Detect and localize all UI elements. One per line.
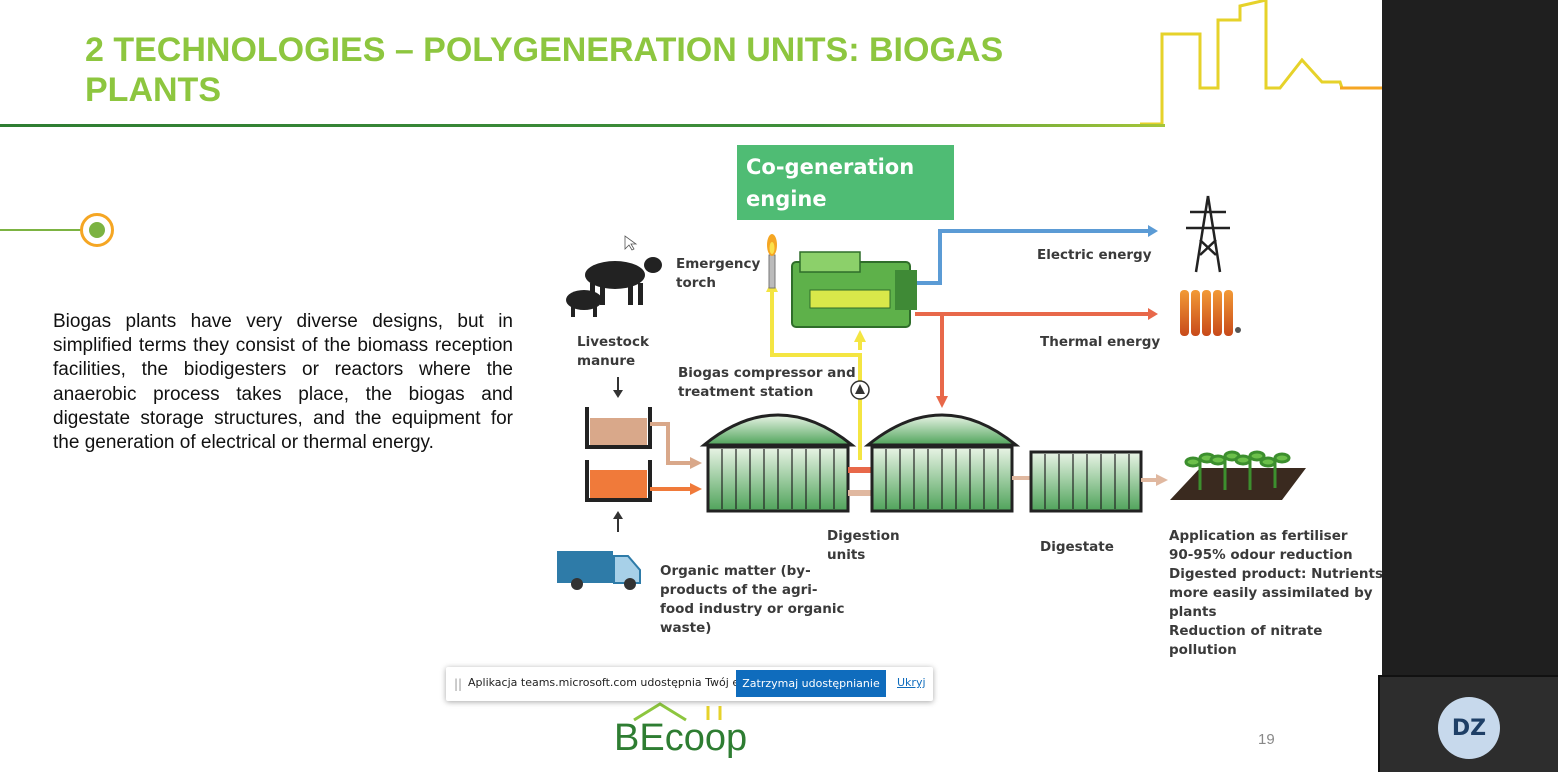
bullet-dot-icon (89, 222, 105, 238)
electric-energy-arrow (915, 229, 1148, 285)
bullet-ring-icon (80, 213, 114, 247)
meeting-side-panel (1382, 0, 1558, 772)
biogas-arrow (770, 290, 862, 460)
participant-video-tile[interactable]: DZ (1378, 675, 1558, 772)
slide-title: 2 TECHNOLOGIES – POLYGENERATION UNITS: B… (85, 31, 1004, 109)
digester-2 (863, 413, 1021, 513)
livestock-manure-label: Livestock manure (577, 334, 649, 369)
emergency-torch-label: Emergency torch (676, 256, 761, 291)
radiator-icon (1180, 290, 1241, 336)
bullet-connector-line (0, 229, 82, 231)
becoop-logo: BEcoop (614, 702, 747, 759)
stop-sharing-button[interactable]: Zatrzymaj udostępnianie (736, 670, 886, 697)
city-skyline-decoration (1140, 0, 1382, 126)
header-divider (0, 124, 1165, 127)
thermal-energy-label: Thermal energy (1040, 334, 1161, 350)
participant-avatar: DZ (1438, 697, 1500, 759)
cogen-title-line-1: Co-generation (746, 155, 915, 179)
cogeneration-engine-label: Co-generation engine (737, 145, 954, 220)
hide-link[interactable]: Ukryj (897, 676, 926, 689)
digestate-label: Digestate (1040, 539, 1114, 555)
livestock-icon (566, 257, 662, 317)
organic-matter-label: Organic matter (by- products of the agri… (660, 563, 845, 636)
slide-body-text: Biogas plants have very diverse designs,… (53, 311, 513, 454)
screen-share-banner[interactable]: || Aplikacja teams.microsoft.com udostęp… (446, 667, 933, 701)
digestion-units-label: Digestion units (827, 528, 900, 563)
digestate-tank (1029, 450, 1143, 513)
field-plants-icon (1170, 450, 1306, 500)
share-message: Aplikacja teams.microsoft.com udostępnia… (468, 676, 768, 689)
page-number: 19 (1258, 731, 1275, 748)
cogen-title-line-2: engine (746, 187, 827, 211)
presentation-slide: 2 TECHNOLOGIES – POLYGENERATION UNITS: B… (0, 0, 1382, 759)
biogas-plant-diagram (557, 195, 1306, 590)
fertiliser-application-label: Application as fertiliser 90-95% odour r… (1169, 528, 1382, 658)
truck-icon (557, 551, 641, 590)
digester-1 (699, 413, 857, 513)
compressor-station-label: Biogas compressor and treatment station (678, 365, 856, 400)
electric-energy-label: Electric energy (1037, 247, 1152, 263)
reception-tanks (585, 407, 652, 502)
logo-text: BEcoop (614, 717, 747, 759)
power-pylon-icon (1186, 195, 1230, 273)
drag-handle-icon[interactable]: || (454, 677, 463, 691)
